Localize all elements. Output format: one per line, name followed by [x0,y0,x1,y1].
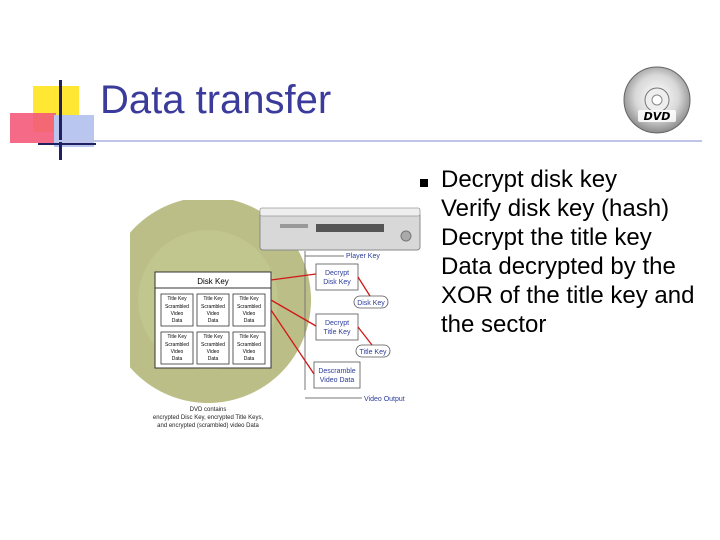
bullet-list: Decrypt disk key Verify disk key (hash) … [420,165,710,339]
svg-text:Disk Key: Disk Key [323,279,351,286]
svg-text:Video: Video [207,311,220,317]
svg-text:Scrambled: Scrambled [165,304,189,310]
svg-text:Title Key: Title Key [167,334,187,340]
decor-pink-square [10,113,56,143]
svg-text:Video Data: Video Data [320,377,355,384]
decor-vertical-line [59,80,62,160]
bullet-item: Decrypt disk key [420,165,710,194]
title-key-cell: Title Key Scrambled Video Data [233,294,265,326]
decrypt-disk-key-box [316,264,358,290]
svg-text:Video: Video [171,349,184,355]
player-key-label: Player Key [346,253,380,260]
svg-text:Video: Video [243,349,256,355]
svg-text:Data: Data [208,318,219,324]
bullet-text: Decrypt disk key [441,166,617,193]
bullet-square-icon [420,179,428,187]
svg-text:Scrambled: Scrambled [201,342,225,348]
disc-caption-line: encrypted Disc Key, encrypted Title Keys… [153,415,264,421]
bullet-text: Decrypt the title key [441,224,652,251]
bullet-item: Data decrypted by the XOR of the title k… [420,252,710,339]
dvd-disc-icon: DVD [622,66,692,136]
disc-caption-line: DVD contains [190,407,227,413]
svg-text:Title Key: Title Key [239,334,259,340]
svg-text:Video: Video [243,311,256,317]
slide-title: Data transfer [100,78,331,123]
svg-text:Title Key: Title Key [324,329,351,336]
svg-text:Data: Data [244,356,255,362]
bullet-text: Verify disk key (hash) [441,195,669,222]
svg-text:Scrambled: Scrambled [237,342,261,348]
bullet-item: Decrypt the title key [420,223,710,252]
title-key-cell: Title Key Scrambled Video Data [161,332,193,364]
svg-text:Scrambled: Scrambled [201,304,225,310]
svg-text:Video: Video [207,349,220,355]
svg-text:Scrambled: Scrambled [237,304,261,310]
svg-text:Title Key: Title Key [203,334,223,340]
svg-text:Data: Data [172,318,183,324]
title-underline [58,140,702,142]
bullet-text: Data decrypted by the XOR of the title k… [441,253,694,338]
svg-text:Disk Key: Disk Key [357,300,385,307]
title-key-cell: Title Key Scrambled Video Data [233,332,265,364]
dvd-decryption-diagram: Disk Key Title Key Scrambled Video Data … [130,200,430,435]
title-key-cell: Title Key Scrambled Video Data [161,294,193,326]
decrypt-title-key-box [316,314,358,340]
svg-text:Title Key: Title Key [239,296,259,302]
svg-text:Title Key: Title Key [203,296,223,302]
title-key-cell: Title Key Scrambled Video Data [197,294,229,326]
svg-text:Data: Data [208,356,219,362]
video-output-label: Video Output [364,396,405,403]
title-key-cell: Title Key Scrambled Video Data [197,332,229,364]
dvd-player-image [260,208,420,250]
svg-text:Decrypt: Decrypt [325,320,349,327]
svg-text:Descramble: Descramble [318,368,355,375]
svg-text:Data: Data [244,318,255,324]
svg-text:Data: Data [172,356,183,362]
svg-text:Scrambled: Scrambled [165,342,189,348]
disc-key-label: Disk Key [197,277,229,286]
disc-caption-line: and encrypted (scrambled) video Data [157,423,259,429]
svg-text:Decrypt: Decrypt [325,270,349,277]
dvd-logo-text: DVD [644,110,671,123]
bullet-item: Verify disk key (hash) [420,194,710,223]
decor-horizontal-line [38,143,96,145]
descramble-box [314,362,360,388]
svg-text:Title Key: Title Key [167,296,187,302]
svg-text:Title Key: Title Key [360,349,387,356]
svg-text:Video: Video [171,311,184,317]
